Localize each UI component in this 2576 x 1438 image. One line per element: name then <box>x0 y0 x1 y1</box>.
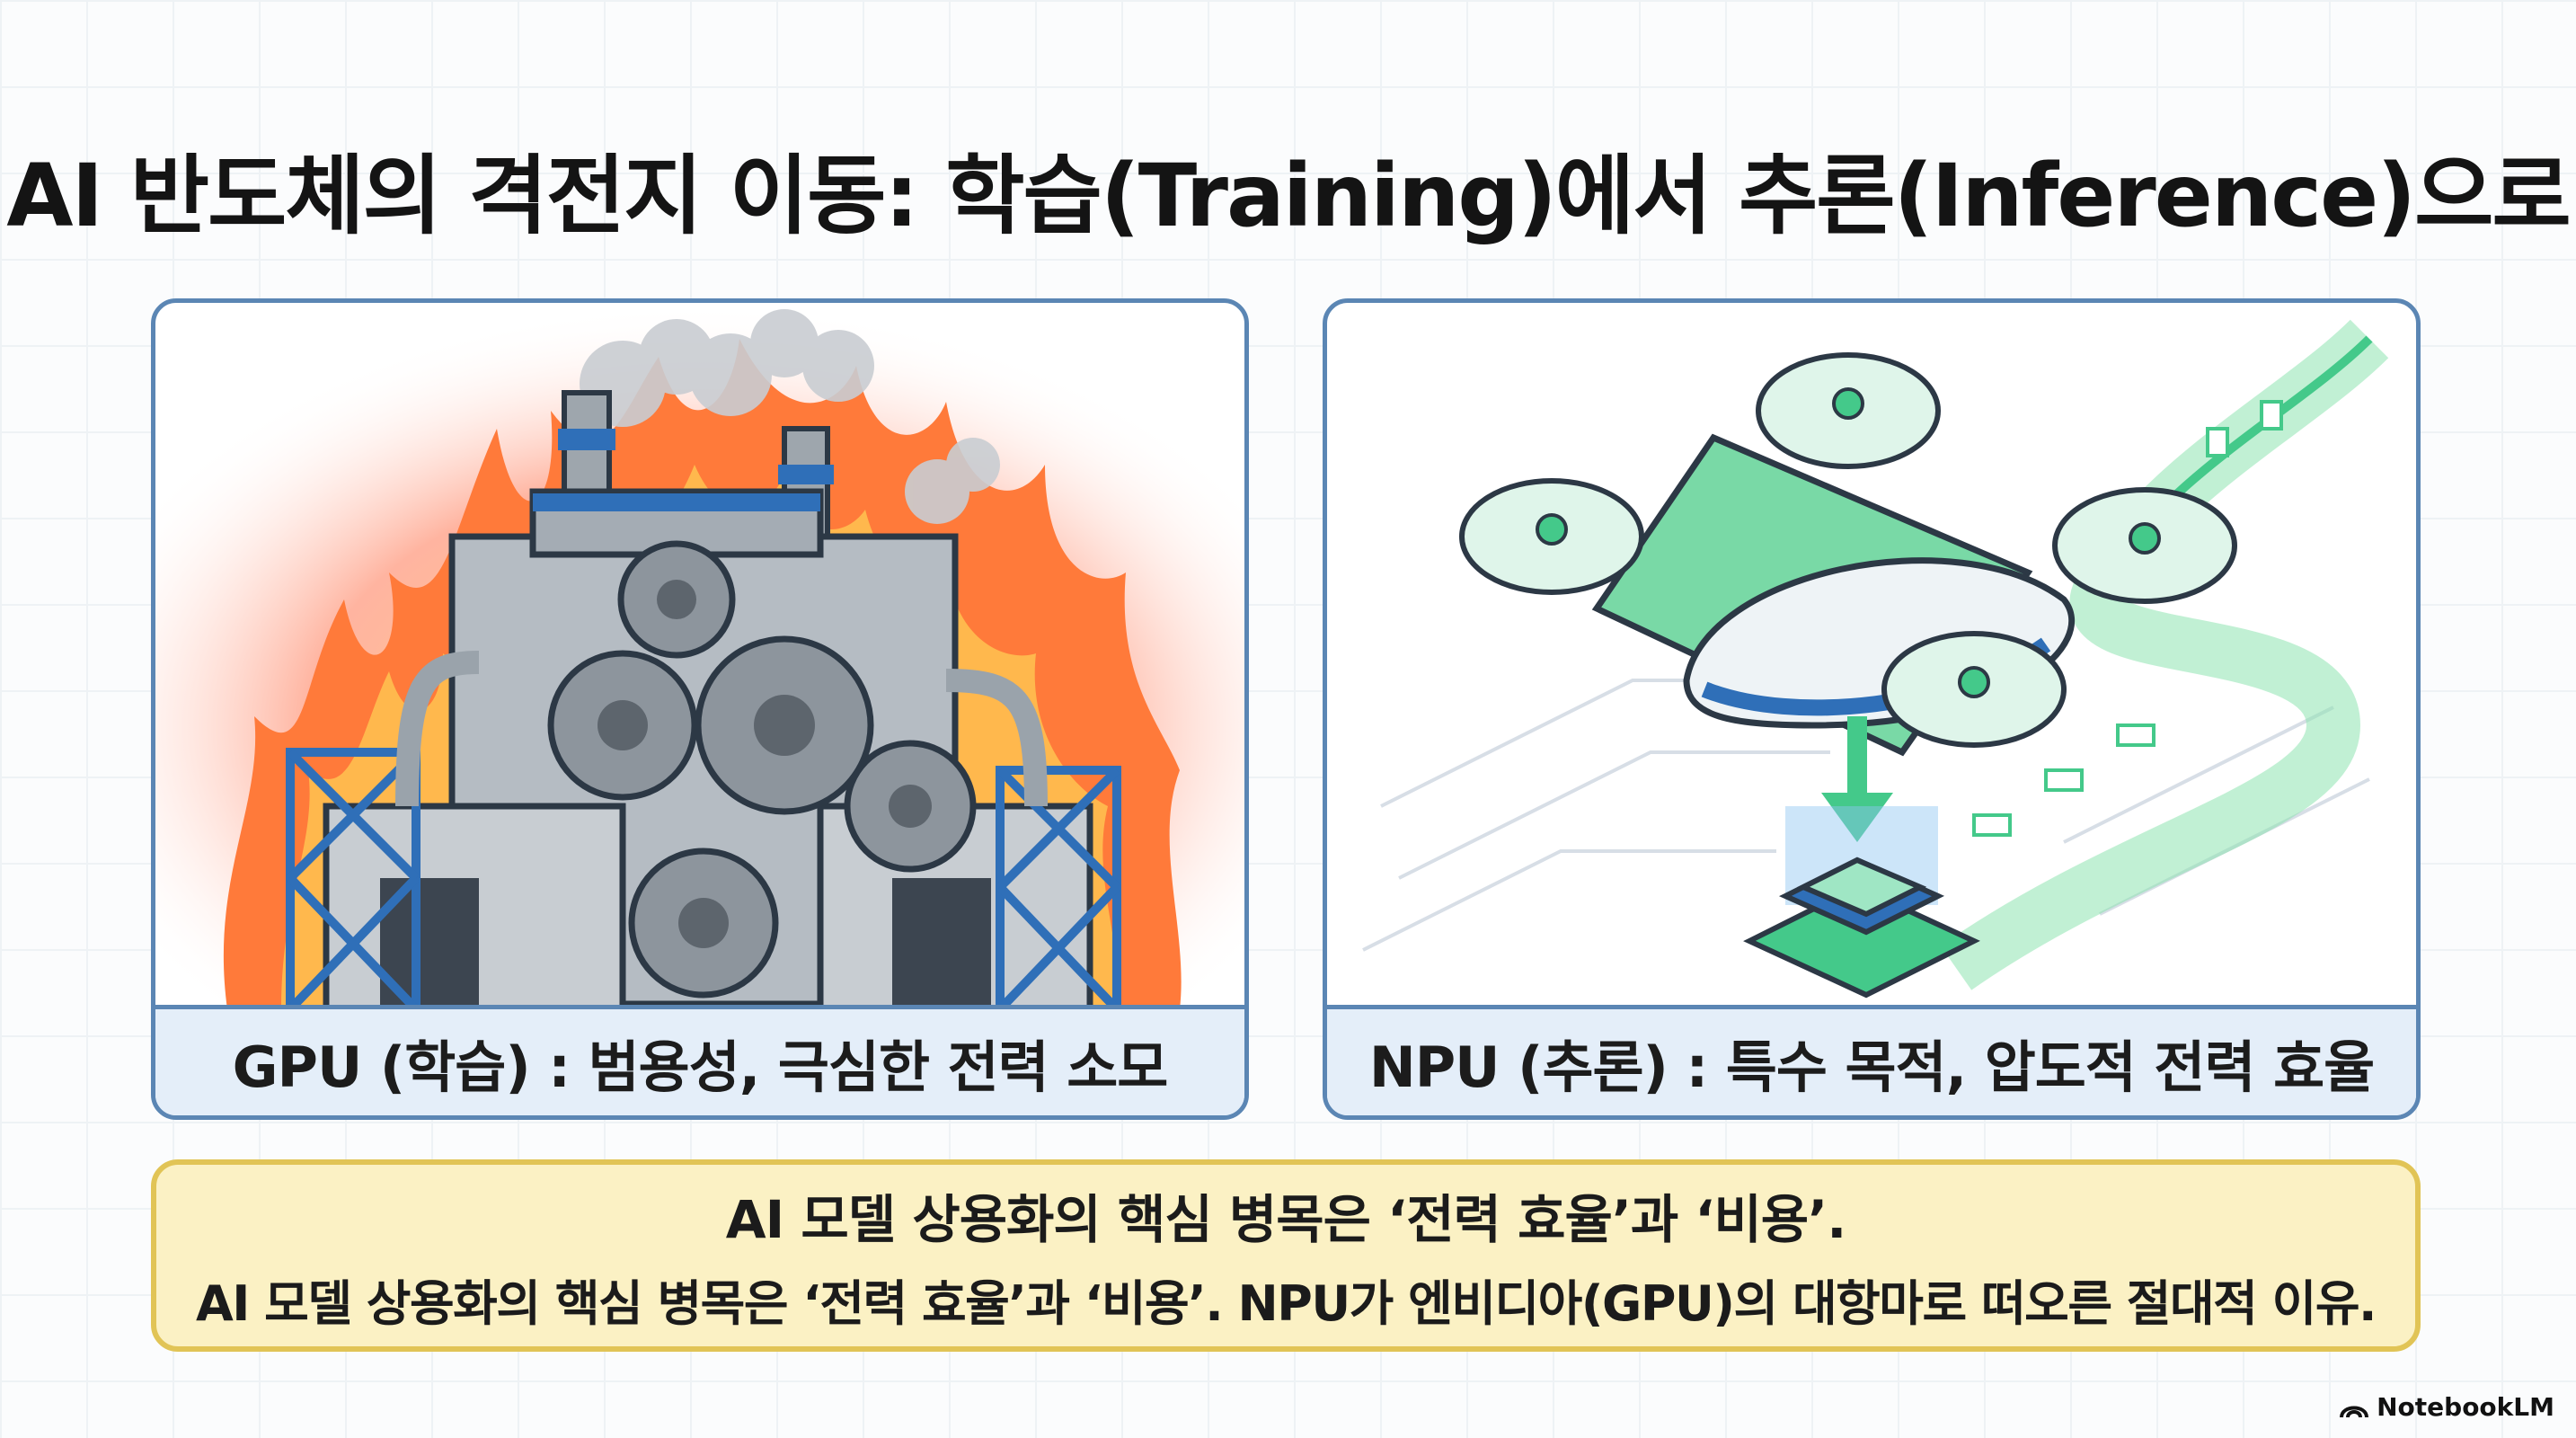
notebooklm-logo-icon <box>2340 1406 2369 1417</box>
npu-panel: NPU (추론) : 특수 목적, 압도적 전력 효율 <box>1323 298 2421 1120</box>
factory-fire-icon <box>155 303 1244 1009</box>
gpu-panel: GPU (학습) : 범용성, 극심한 전력 소모 <box>151 298 1249 1120</box>
npu-caption: NPU (추론) : 특수 목적, 압도적 전력 효율 <box>1327 1005 2416 1115</box>
drone-chip-icon <box>1362 319 2389 999</box>
summary-note: AI 모델 상용화의 핵심 병목은 ‘전력 효율’과 ‘비용’. AI 모델 상… <box>151 1159 2421 1352</box>
watermark-label: NotebookLM <box>2377 1392 2554 1422</box>
page-title: AI 반도체의 격전지 이동: 학습(Training)에서 추론(Infere… <box>6 146 2572 246</box>
summary-line-1: AI 모델 상용화의 핵심 병목은 ‘전력 효율’과 ‘비용’. <box>725 1188 1846 1250</box>
notebooklm-watermark: NotebookLM <box>2339 1392 2554 1422</box>
gpu-caption: GPU (학습) : 범용성, 극심한 전력 소모 <box>155 1005 1244 1115</box>
summary-line-2: AI 모델 상용화의 핵심 병목은 ‘전력 효율’과 ‘비용’. NPU가 엔비… <box>195 1274 2377 1332</box>
